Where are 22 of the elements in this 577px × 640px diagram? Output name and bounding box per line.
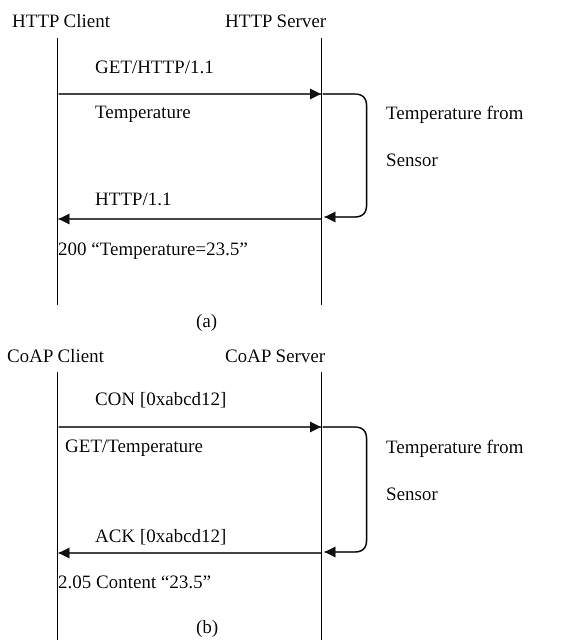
message-text: 200 “Temperature=23.5” <box>58 238 248 262</box>
edge-label: CON [0xabcd12] <box>95 388 226 412</box>
arrow <box>58 422 321 432</box>
message-text: GET/Temperature <box>65 435 203 459</box>
arrow <box>58 88 321 100</box>
loop-arrow <box>322 93 368 222</box>
arrow <box>58 548 321 558</box>
arrow <box>58 214 321 224</box>
loop-arrow <box>322 426 368 558</box>
lifeline-heading: CoAP Client <box>7 345 104 369</box>
edge-label: HTTP/1.1 <box>95 188 172 212</box>
message-text: 2.05 Content “23.5” <box>58 571 212 595</box>
edge-label: Temperature from Sensor <box>386 436 524 507</box>
lifeline-heading: HTTP Server <box>225 10 326 34</box>
lifeline-heading: HTTP Client <box>12 10 110 34</box>
edge-label: ACK [0xabcd12] <box>95 525 226 549</box>
panel-caption: (b) <box>196 616 218 640</box>
edge-label: GET/HTTP/1.1 <box>95 56 214 80</box>
lifeline-heading: CoAP Server <box>225 345 326 369</box>
panel-caption: (a) <box>196 310 218 334</box>
message-text: Temperature <box>95 101 191 125</box>
edge-label: Temperature from Sensor <box>386 102 524 173</box>
